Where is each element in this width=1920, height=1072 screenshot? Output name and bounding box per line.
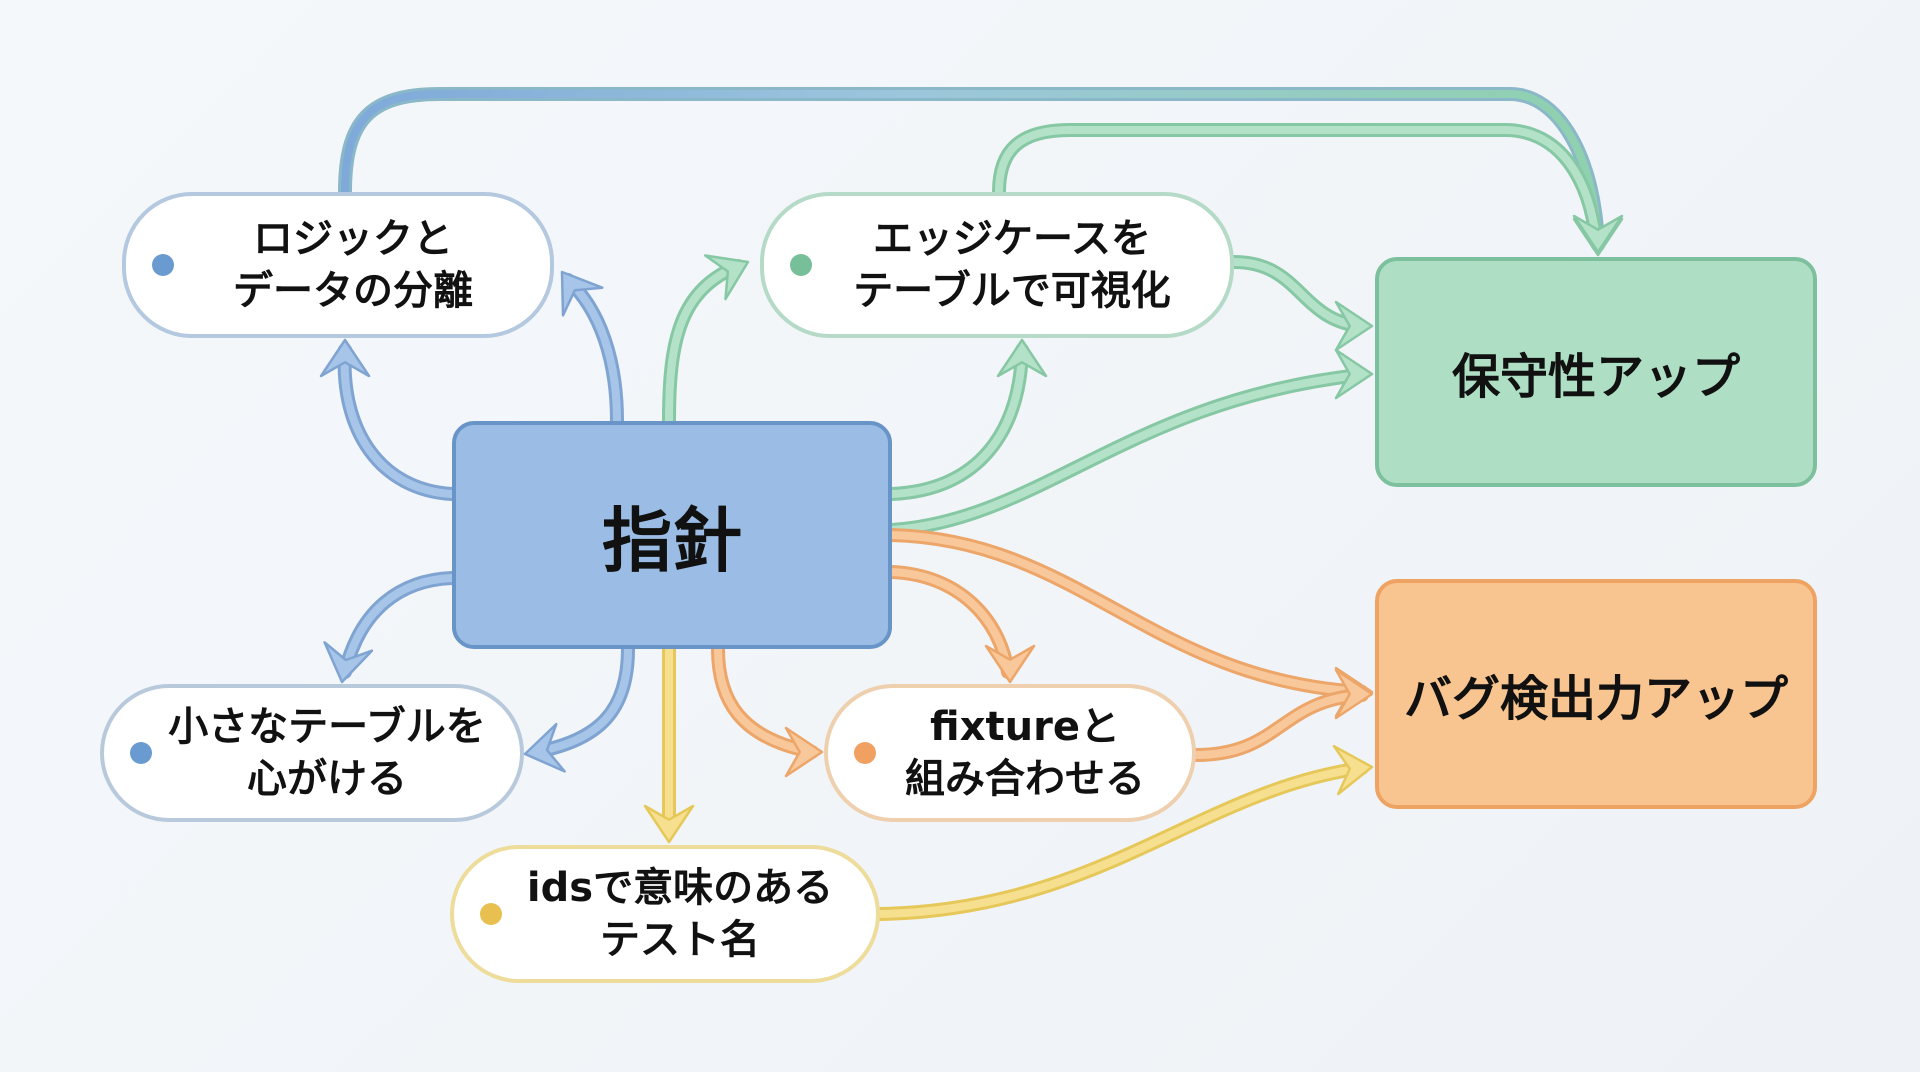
bullet-dot-icon — [130, 742, 152, 764]
node-center-guidelines[interactable]: 指針 — [452, 421, 892, 649]
node-ids-test-names[interactable]: idsで意味のある テスト名 — [450, 845, 880, 983]
edge-connector-outline — [885, 368, 1367, 537]
edge-connector-outline — [529, 642, 635, 759]
arrowhead-icon — [323, 641, 374, 684]
node-edge-cases-table[interactable]: エッジケースを テーブルで可視化 — [760, 192, 1234, 338]
edge-connector — [665, 262, 742, 425]
arrowhead-icon — [1334, 666, 1374, 718]
node-bug-detection-up[interactable]: バグ検出力アップ — [1375, 579, 1817, 809]
node-label: idsで意味のある テスト名 — [526, 865, 834, 963]
node-maintainability-up[interactable]: 保守性アップ — [1375, 257, 1817, 487]
edge-connector-outline — [1189, 688, 1369, 762]
edge-connector — [1230, 258, 1364, 330]
edge-connector-outline — [338, 571, 459, 679]
arrowhead-icon — [1334, 348, 1374, 400]
node-label: 指針 — [602, 499, 742, 582]
arrowhead-icon — [1332, 744, 1374, 796]
edge-connector-outline — [711, 642, 819, 759]
node-fixture-combination[interactable]: fixtureと 組み合わせる — [824, 684, 1196, 822]
edge-connector-outline — [885, 343, 1029, 501]
edge-connector — [532, 645, 632, 756]
arrowhead-icon — [523, 722, 566, 773]
arrowhead-icon — [319, 338, 371, 378]
arrowhead-icon — [996, 338, 1048, 378]
arrowhead-icon — [1334, 300, 1374, 352]
arrowhead-icon — [643, 804, 695, 844]
arrowhead-icon — [984, 644, 1036, 684]
edge-connector-outline — [662, 259, 745, 428]
edge-connector — [888, 346, 1026, 498]
node-logic-data-separation[interactable]: ロジックと データの分離 — [122, 192, 554, 338]
arrowhead-icon — [703, 254, 750, 301]
node-label: fixtureと 組み合わせる — [905, 704, 1145, 802]
arrowhead-icon — [560, 270, 604, 317]
edge-connector-outline — [885, 528, 1369, 699]
edge-connector — [888, 531, 1366, 696]
edge-connector — [888, 568, 1012, 676]
arrowhead-icon — [1572, 217, 1624, 257]
edge-connector — [888, 371, 1364, 534]
node-small-tables[interactable]: 小さなテーブルを 心がける — [100, 684, 524, 822]
edge-connector-outline — [561, 273, 624, 428]
node-label: ロジックと データの分離 — [233, 216, 473, 314]
arrowhead-icon — [1334, 668, 1374, 720]
node-label: 保守性アップ — [1451, 349, 1740, 405]
arrowhead-icon — [784, 726, 824, 778]
edge-connector — [341, 574, 456, 676]
arrowhead-icon — [1572, 214, 1624, 254]
edge-connector-outline — [337, 343, 459, 501]
edge-connector-outline — [885, 565, 1015, 679]
edge-connector — [564, 276, 621, 425]
bullet-dot-icon — [790, 254, 812, 276]
bullet-dot-icon — [480, 903, 502, 925]
edge-connector — [1192, 691, 1366, 759]
node-label: エッジケースを テーブルで可視化 — [853, 216, 1171, 314]
node-label: バグ検出力アップ — [1403, 671, 1788, 727]
edge-connector-outline — [1227, 255, 1367, 333]
edge-connector — [714, 645, 816, 756]
node-label: 小さなテーブルを 心がける — [168, 704, 486, 802]
bullet-dot-icon — [854, 742, 876, 764]
bullet-dot-icon — [152, 254, 174, 276]
edge-connector — [340, 346, 456, 498]
